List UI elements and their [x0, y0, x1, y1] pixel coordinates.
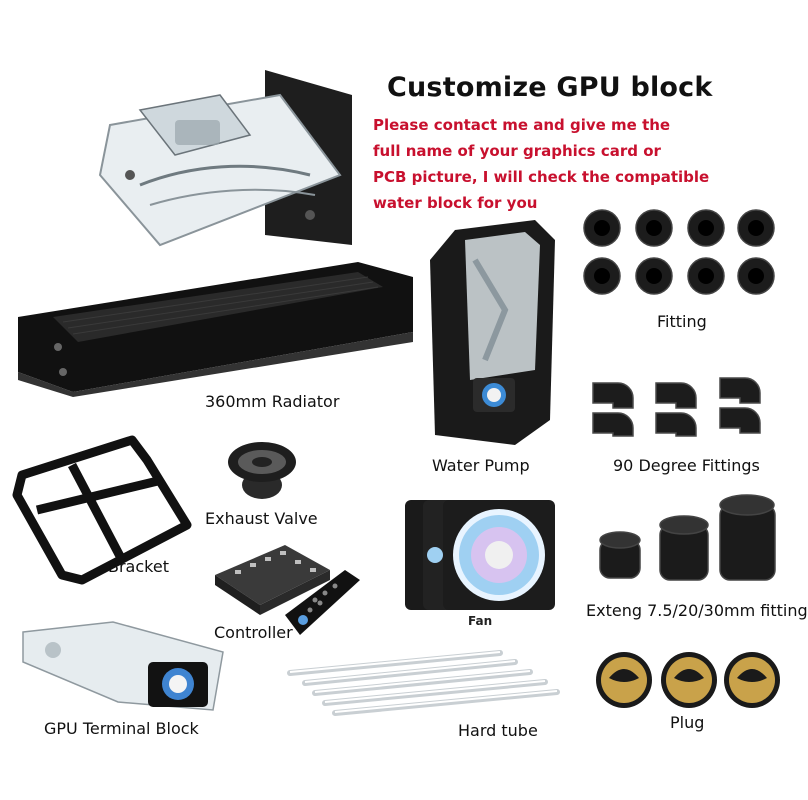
- note-line: Please contact me and give me the: [373, 116, 671, 134]
- controller-label: Controller: [214, 623, 293, 642]
- contact-note: Please contact me and give me the full n…: [373, 112, 710, 216]
- exhaust-valve-image: [228, 442, 296, 499]
- degree-fittings-image: [592, 377, 761, 437]
- fitting-label: Fitting: [657, 312, 707, 331]
- plug-label: Plug: [670, 713, 705, 732]
- fan-label: Fan: [468, 614, 493, 628]
- hard-tube-label: Hard tube: [458, 721, 538, 740]
- bracket-image: [12, 435, 192, 585]
- extend-fittings-image: [599, 494, 776, 581]
- gpu-terminal-label: GPU Terminal Block: [44, 719, 199, 738]
- note-line: PCB picture, I will check the compatible: [373, 168, 710, 186]
- extend-fitting-label: Exteng 7.5/20/30mm fitting: [586, 601, 808, 620]
- hard-tube-image: [287, 650, 560, 716]
- radiator-label: 360mm Radiator: [205, 392, 340, 411]
- water-pump-label: Water Pump: [432, 456, 530, 475]
- page-title: Customize GPU block: [387, 72, 713, 103]
- degree-fittings-label: 90 Degree Fittings: [613, 456, 760, 475]
- fan-image: [405, 500, 555, 610]
- radiator-image: [18, 262, 413, 397]
- fittings-image: [583, 209, 775, 295]
- water-pump-image: [430, 220, 555, 445]
- gpu-block-image: [98, 70, 352, 247]
- note-line: full name of your graphics card or: [373, 142, 661, 160]
- bracket-label: Bracket: [108, 557, 169, 576]
- gpu-terminal-image: [22, 621, 224, 711]
- note-line: water block for you: [373, 194, 538, 212]
- exhaust-valve-label: Exhaust Valve: [205, 509, 318, 528]
- controller-image: [215, 545, 360, 635]
- plug-image: [596, 652, 780, 708]
